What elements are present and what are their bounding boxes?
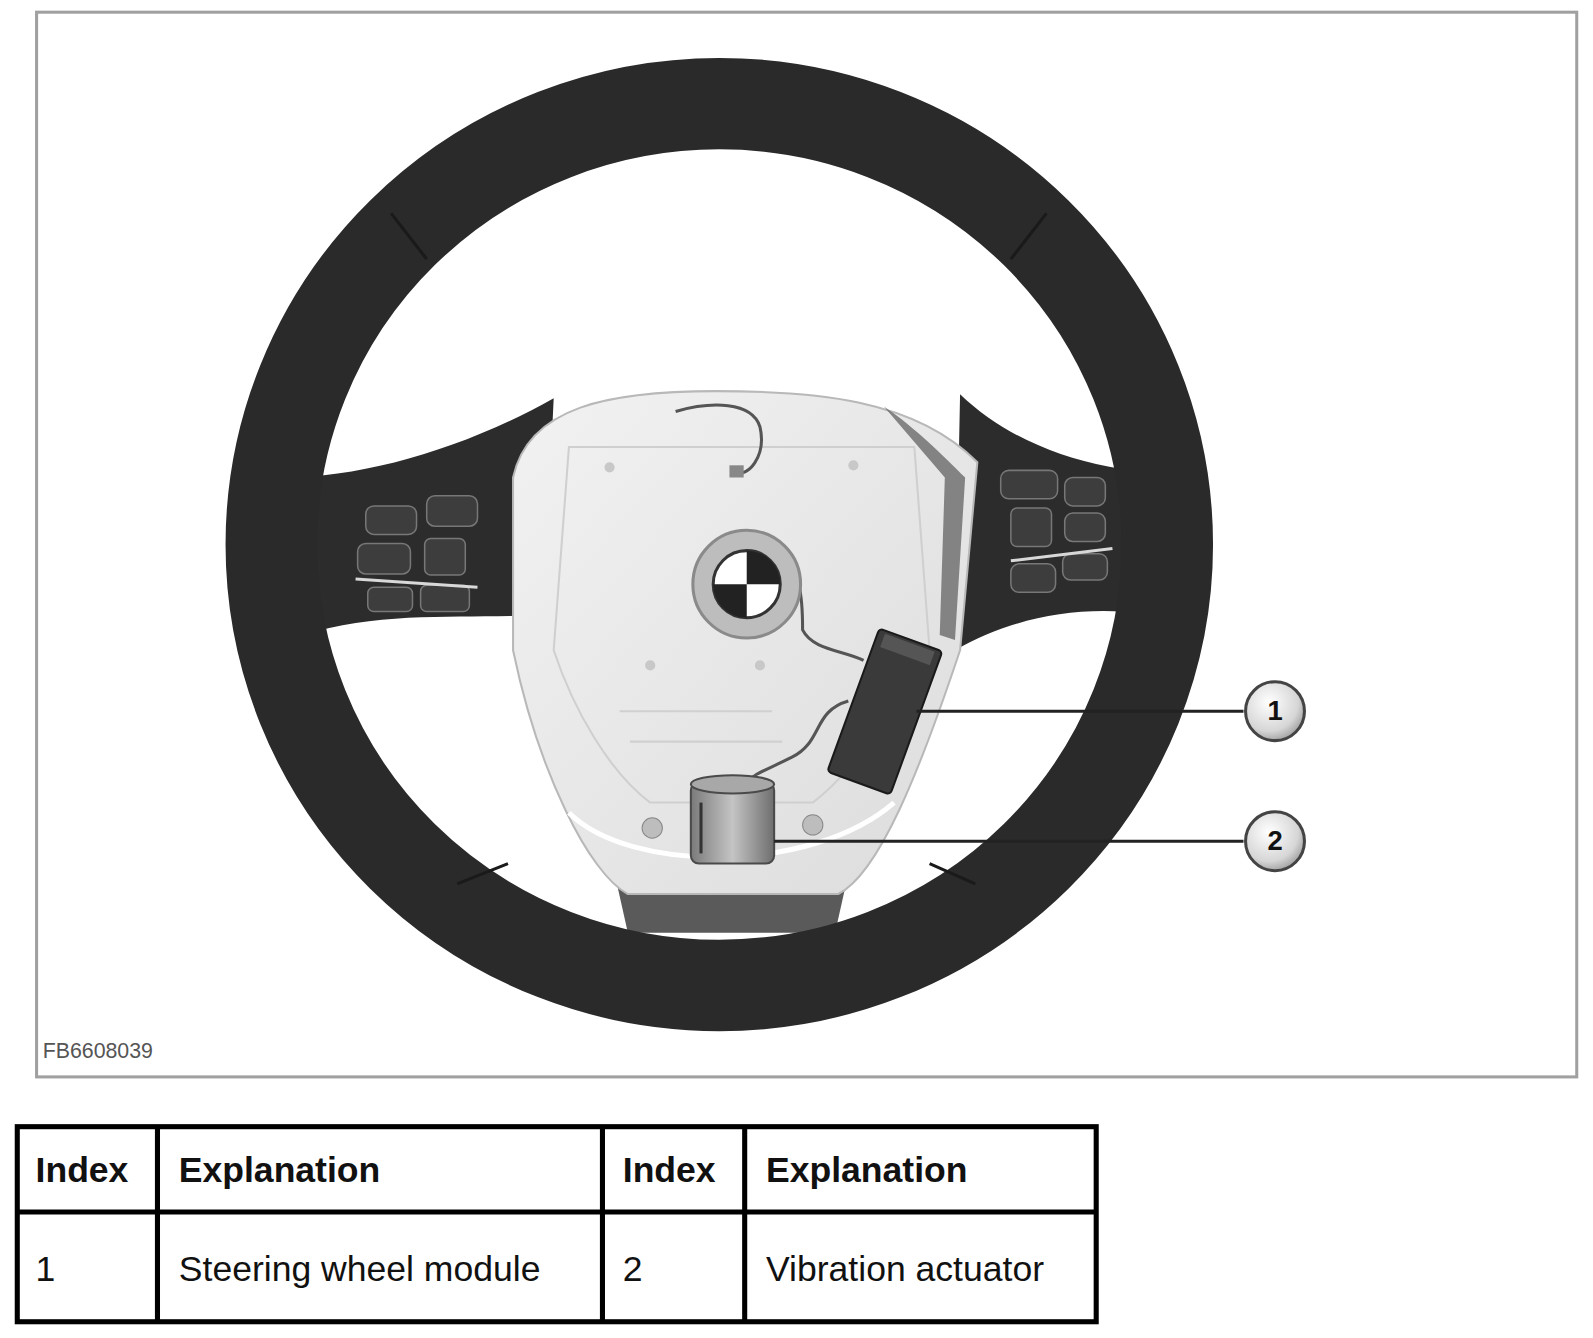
module-connector xyxy=(880,634,935,665)
button xyxy=(1011,564,1056,592)
button xyxy=(1065,513,1106,541)
table-border xyxy=(17,1127,1096,1322)
actuator-top xyxy=(691,775,774,793)
chrome-trim xyxy=(1011,549,1113,561)
button xyxy=(358,544,411,574)
button xyxy=(1063,554,1108,580)
callout-number: 1 xyxy=(1267,695,1282,727)
housing-detail xyxy=(620,711,783,741)
logo-quadrant xyxy=(713,584,747,618)
thumbwheel xyxy=(1011,508,1052,547)
button xyxy=(427,496,478,526)
pad-cutaway xyxy=(884,406,965,640)
callout-circle xyxy=(1246,682,1305,741)
button xyxy=(1065,477,1106,505)
logo-quadrant xyxy=(747,551,781,585)
table-cell: 2 xyxy=(623,1249,643,1290)
button xyxy=(1001,470,1058,498)
chrome-trim xyxy=(356,579,478,587)
mount-bolt xyxy=(642,818,662,838)
table-cell: 1 xyxy=(36,1249,56,1290)
table-header: Index xyxy=(36,1150,129,1191)
callout-number: 2 xyxy=(1267,825,1282,857)
rim-seam xyxy=(391,213,1046,884)
leader-line xyxy=(916,710,1243,713)
figure-code: FB6608039 xyxy=(43,1039,153,1064)
button xyxy=(368,587,413,611)
logo-ring xyxy=(693,530,801,638)
table-rule xyxy=(600,1127,605,1322)
connector-plug xyxy=(729,465,743,477)
figure-frame xyxy=(37,12,1577,1077)
thumbwheel xyxy=(425,538,466,575)
leader-line xyxy=(774,840,1243,843)
mount-point xyxy=(755,660,765,670)
table-rule xyxy=(17,1209,1096,1214)
table-header: Index xyxy=(623,1150,716,1191)
logo-center xyxy=(713,551,780,618)
actuator-detail xyxy=(699,803,702,854)
mount-point xyxy=(645,660,655,670)
mount-point xyxy=(848,460,858,470)
steering-wheel-rim xyxy=(271,104,1167,986)
callout-circle xyxy=(1246,812,1305,871)
button xyxy=(421,585,470,611)
wire xyxy=(676,405,762,473)
mount-point xyxy=(604,462,614,472)
table-cell: Vibration actuator xyxy=(766,1249,1044,1290)
button xyxy=(366,506,417,534)
airbag-pad xyxy=(513,391,977,894)
table-header: Explanation xyxy=(179,1150,380,1191)
table-header: Explanation xyxy=(766,1150,967,1191)
table-rule xyxy=(155,1127,160,1322)
table-rule xyxy=(742,1127,747,1322)
mount-bolt xyxy=(803,815,823,835)
table-cell: Steering wheel module xyxy=(179,1249,541,1290)
